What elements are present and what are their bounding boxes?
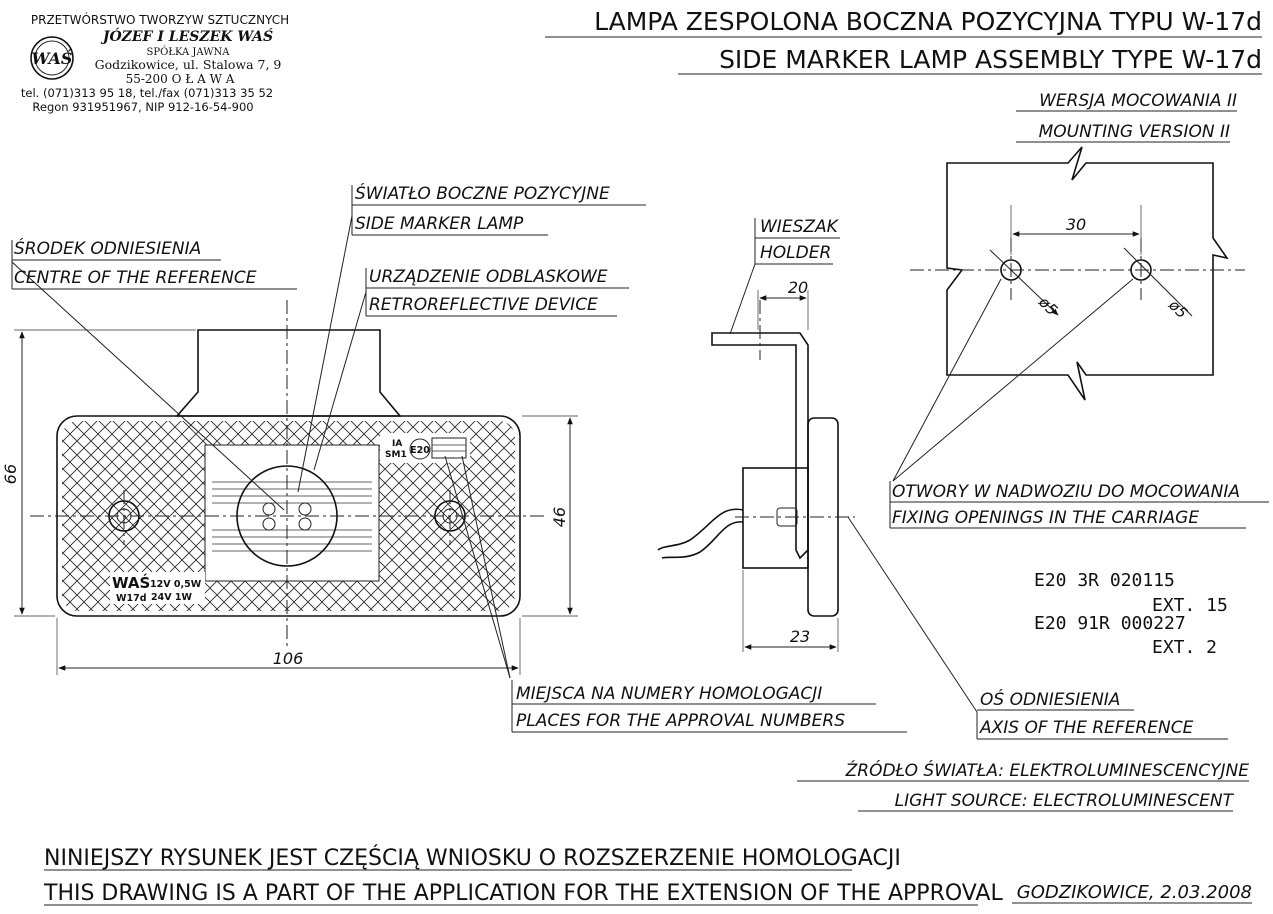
light-source-pl: ŹRÓDŁO ŚWIATŁA: ELEKTROLUMINESCENCYJNE <box>845 759 1250 781</box>
axis-label-en: AXIS OF THE REFERENCE <box>979 718 1194 738</box>
mark-e20: E20 <box>410 445 430 456</box>
drawing-title: LAMPA ZESPOLONA BOCZNA POZYCYJNA TYPU W-… <box>545 7 1262 75</box>
company-form: SPÓŁKA JAWNA <box>146 46 230 58</box>
side-marker-label-en: SIDE MARKER LAMP <box>355 214 524 234</box>
dim-66: 66 <box>1 464 20 484</box>
dim-23: 23 <box>790 627 810 646</box>
lamp-side-housing <box>742 467 809 569</box>
mark-12v: 12V 0,5W <box>150 579 202 590</box>
retro-label-en: RETROREFLECTIVE DEVICE <box>369 295 598 315</box>
holder-label-pl: WIESZAK <box>760 217 840 237</box>
centre-label-en: CENTRE OF THE REFERENCE <box>14 268 257 288</box>
side-marker-label-pl: ŚWIATŁO BOCZNE POZYCYJNE <box>355 182 610 204</box>
lamp-front-view: IA SM1 E20 WAŚ 12V 0,5W W17d 24V 1W 66 4… <box>1 215 578 679</box>
e-mark-circle <box>409 438 431 460</box>
mounting-version-view: WERSJA MOCOWANIA II MOUNTING VERSION II … <box>889 91 1269 529</box>
title-en: SIDE MARKER LAMP ASSEMBLY TYPE W-17d <box>719 45 1262 74</box>
openings-label-pl: OTWORY W NADWOZIU DO MOCOWANIA <box>892 482 1240 502</box>
approval-number-box <box>431 437 467 459</box>
retro-label-pl: URZĄDZENIE ODBLASKOWE <box>369 267 608 287</box>
mark-sm1: SM1 <box>385 450 407 460</box>
approval-numbers: E20 3R 020115 EXT. 15 E20 91R 000227 EXT… <box>1034 570 1228 658</box>
lamp-side-view: 20 23 WIESZAK HOLDER OŚ ODNIESIENIA AXIS… <box>657 217 1228 740</box>
approval-line-3: E20 91R 000227 <box>1034 613 1186 634</box>
light-source-en: LIGHT SOURCE: ELECTROLUMINESCENT <box>895 791 1235 811</box>
axis-label-pl: OŚ ODNIESIENIA <box>980 688 1120 710</box>
dim-20: 20 <box>788 278 808 297</box>
footer-place-date: GODZIKOWICE, 2.03.2008 <box>1017 882 1252 903</box>
mounting-label-pl: WERSJA MOCOWANIA II <box>1039 91 1237 111</box>
front-view-callouts: ŚWIATŁO BOCZNE POZYCYJNE SIDE MARKER LAM… <box>11 182 907 733</box>
centre-label-pl: ŚRODEK ODNIESIENIA <box>14 237 201 259</box>
mounting-label-en: MOUNTING VERSION II <box>1039 122 1230 142</box>
dim-d5-right: ø5 <box>1164 295 1191 322</box>
company-header: PRZETWÓRSTWO TWORZYW SZTUCZNYCH WAŚ JÓZE… <box>21 12 289 114</box>
light-source-note: ŹRÓDŁO ŚWIATŁA: ELEKTROLUMINESCENCYJNE L… <box>797 759 1250 812</box>
footer-en: THIS DRAWING IS A PART OF THE APPLICATIO… <box>43 881 1003 906</box>
approval-line-1: E20 3R 020115 <box>1034 570 1175 591</box>
logo-text: WAŚ <box>32 48 73 68</box>
company-name: PRZETWÓRSTWO TWORZYW SZTUCZNYCH <box>31 12 289 27</box>
holder-label-en: HOLDER <box>760 243 831 263</box>
places-label-pl: MIEJSCA NA NUMERY HOMOLOGACJI <box>516 684 822 704</box>
approval-line-4: EXT. 2 <box>1152 637 1217 658</box>
footer-pl: NINIEJSZY RYSUNEK JEST CZĘŚCIĄ WNIOSKU O… <box>44 845 901 871</box>
company-registry: Regon 931951967, NIP 912-16-54-900 <box>32 100 253 114</box>
openings-label-en: FIXING OPENINGS IN THE CARRIAGE <box>892 508 1199 528</box>
company-phone: tel. (071)313 95 18, tel./fax (071)313 3… <box>21 86 273 100</box>
fixing-hole-right <box>1130 259 1152 281</box>
company-logo: WAŚ <box>30 36 74 80</box>
company-address: Godzikowice, ul. Stalowa 7, 9 <box>95 57 282 72</box>
mark-was: WAŚ <box>112 573 150 592</box>
footer-note: NINIEJSZY RYSUNEK JEST CZĘŚCIĄ WNIOSKU O… <box>43 845 1252 906</box>
dim-106: 106 <box>273 649 304 668</box>
mark-ia: IA <box>392 439 402 449</box>
dim-46: 46 <box>550 507 569 527</box>
title-pl: LAMPA ZESPOLONA BOCZNA POZYCYJNA TYPU W-… <box>594 7 1262 36</box>
company-owners: JÓZEF I LESZEK WAŚ <box>100 27 273 45</box>
approval-line-2: EXT. 15 <box>1152 595 1228 616</box>
company-city: 55-200 O Ł A W A <box>126 72 235 86</box>
led-dots <box>262 502 312 531</box>
fixing-hole-left <box>1000 259 1022 281</box>
dim-30: 30 <box>1066 215 1086 234</box>
mark-w17d: W17d <box>116 593 147 604</box>
mark-24v: 24V 1W <box>151 592 192 603</box>
places-label-en: PLACES FOR THE APPROVAL NUMBERS <box>516 711 845 731</box>
